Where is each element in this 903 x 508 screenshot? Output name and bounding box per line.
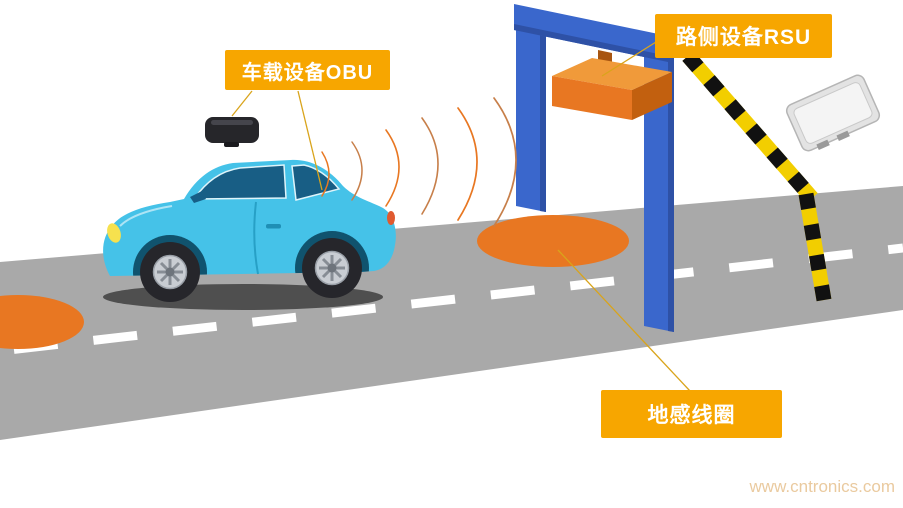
lane-dash-line — [0, 243, 903, 356]
leader-rsu-to-box — [601, 41, 657, 77]
label-obu: 车载设备OBU — [225, 50, 390, 90]
radio-wave-5 — [457, 107, 478, 221]
antenna-unit-lug-left — [816, 139, 830, 150]
car — [103, 159, 396, 302]
label-rsu: 路侧设备RSU — [655, 14, 832, 58]
obu-device — [205, 117, 259, 147]
rear-wheel — [302, 238, 362, 298]
barrier-arm-upper — [682, 51, 818, 203]
label-coil: 地感线圈 — [601, 390, 782, 438]
rear-window — [291, 164, 341, 201]
side-mirror — [190, 191, 206, 203]
gantry-beam-shade — [514, 24, 668, 62]
rsu-box-front — [552, 76, 632, 120]
induction-coil-left — [0, 295, 84, 349]
car-hood-highlight — [119, 205, 173, 227]
gantry-frame — [514, 4, 674, 332]
front-window — [192, 164, 287, 200]
door-handle — [266, 224, 281, 229]
front-wheel — [140, 242, 200, 302]
watermark-text: www.cntronics.com — [749, 477, 895, 496]
leader-lines — [231, 41, 691, 392]
rsu-box-side — [632, 72, 672, 120]
rsu-orange-box — [552, 50, 672, 120]
rear-hub — [327, 263, 337, 273]
radio-wave-1 — [321, 151, 330, 197]
barrier-arm-lower — [798, 192, 832, 302]
gantry-near-leg-shade — [668, 55, 674, 332]
gantry-far-leg-shade — [540, 19, 546, 212]
leader-obu-to-device — [231, 90, 253, 117]
obu-device-mount — [224, 142, 239, 147]
radio-wave-3 — [385, 129, 400, 207]
antenna-unit-face — [793, 82, 873, 144]
leader-coil-to-label — [557, 249, 691, 392]
leader-obu-to-car — [297, 90, 323, 191]
induction-coil-center — [477, 215, 629, 267]
door-seam — [253, 201, 259, 275]
barrier-gate — [682, 51, 832, 302]
radio-wave-6 — [493, 97, 517, 227]
rsu-antenna-unit — [785, 74, 881, 152]
front-hub — [165, 267, 175, 277]
headlight — [107, 223, 121, 243]
taillight — [387, 211, 395, 225]
radio-wave-2 — [351, 141, 363, 201]
radio-wave-4 — [421, 117, 439, 215]
rsu-box-top — [552, 58, 672, 90]
gantry-near-leg — [644, 50, 674, 332]
gantry-far-leg — [516, 14, 546, 212]
antenna-unit-lug-right — [836, 130, 850, 142]
gantry-beam — [514, 4, 668, 62]
obu-device-highlight — [211, 120, 253, 125]
radio-waves — [321, 97, 517, 227]
